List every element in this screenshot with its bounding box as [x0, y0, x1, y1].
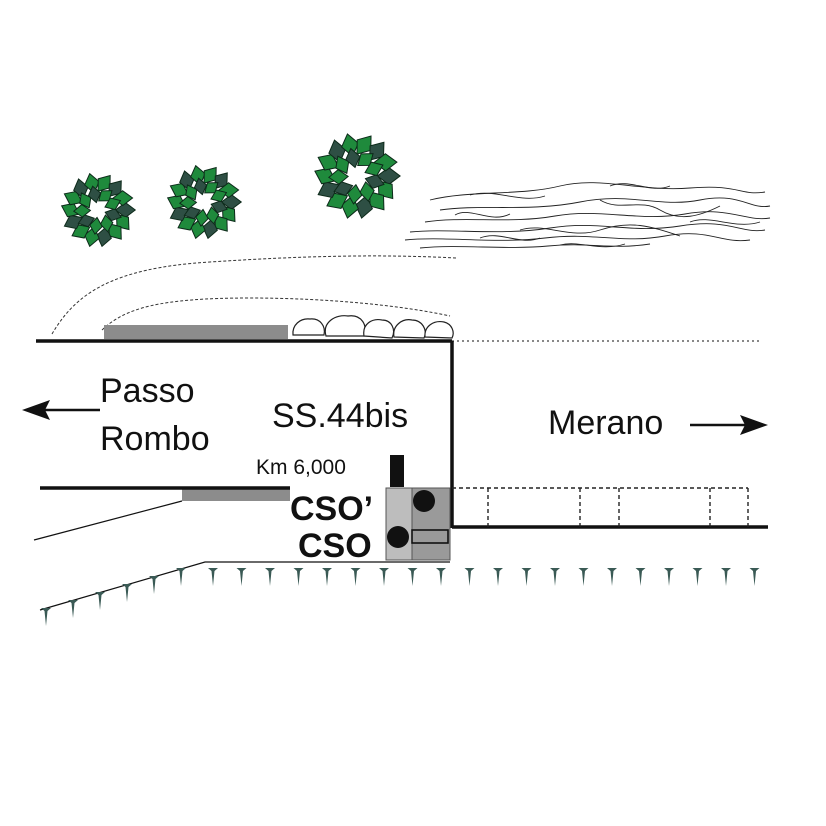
grass-tuft-icon — [379, 568, 389, 586]
tree-leaf — [210, 189, 228, 203]
cso-point — [387, 526, 409, 548]
cso-prime-label: CSO’ — [290, 490, 373, 528]
sensor-box — [411, 529, 449, 544]
grass-tuft-icon — [41, 608, 51, 626]
grass-tuft-icon — [122, 584, 132, 602]
direction-right-label: Merano — [548, 404, 663, 442]
road-edges — [33, 339, 768, 611]
rock — [324, 315, 366, 337]
grass-row — [41, 568, 760, 626]
km-marker-label: Km 6,000 — [256, 456, 346, 479]
tree-leaf — [104, 197, 122, 211]
station-box-light — [385, 487, 415, 561]
tree-leaf — [210, 200, 228, 214]
tree-leaf — [364, 161, 384, 177]
gray-strip-top — [104, 325, 288, 339]
tree-leaf — [89, 216, 103, 235]
rock — [292, 318, 325, 336]
left-arrow-icon — [22, 400, 100, 420]
grass-tuft-icon — [664, 568, 674, 586]
grass-tuft-icon — [322, 568, 332, 586]
tree-leaf — [185, 184, 198, 201]
tree-leaf — [183, 206, 202, 220]
tree-icon — [60, 172, 137, 248]
grass-tuft-icon — [635, 568, 646, 586]
grass-tuft-icon — [407, 568, 418, 586]
grass-tuft-icon — [293, 568, 304, 586]
tree-icon — [314, 133, 401, 219]
tree-leaf — [204, 182, 219, 194]
trees — [60, 133, 401, 248]
direction-left-label-line1: Passo — [100, 372, 195, 410]
tree-leaf — [178, 195, 198, 210]
grass-tuft-icon — [149, 576, 159, 594]
grass-tuft-icon — [350, 568, 361, 586]
tree-leaf — [195, 208, 209, 227]
tree-leaf — [205, 206, 220, 225]
tree-leaf — [79, 192, 92, 209]
tree-leaf — [357, 153, 374, 167]
station-area — [385, 455, 451, 561]
grass-tuft-icon — [521, 568, 532, 586]
tree-leaf — [346, 183, 363, 205]
tree-icon — [166, 164, 243, 240]
tree-leaf — [364, 173, 385, 190]
tree-leaf — [72, 203, 92, 218]
cso-label: CSO — [298, 527, 372, 565]
grass-tuft-icon — [464, 568, 475, 586]
tree-leaf — [345, 147, 361, 169]
tree-leaf — [335, 155, 350, 175]
right-arrow-icon — [690, 415, 768, 435]
parking-spaces — [452, 487, 749, 527]
grass-tuft-icon — [550, 568, 560, 586]
rock — [363, 319, 395, 339]
grass-tuft-icon — [95, 592, 105, 610]
scree-area — [404, 182, 771, 249]
grass-tuft-icon — [607, 568, 617, 586]
gray-strip-bottom — [182, 489, 290, 501]
grass-tuft-icon — [493, 568, 503, 586]
embankment-outline — [51, 255, 457, 335]
rock — [424, 321, 454, 339]
km-marker-post — [390, 455, 404, 487]
tree-leaf — [333, 181, 354, 197]
rock-row — [292, 315, 454, 339]
grass-tuft-icon — [176, 568, 186, 586]
tree-leaf — [98, 190, 113, 202]
grass-tuft-icon — [692, 568, 703, 586]
tree-leaf — [99, 214, 114, 233]
grass-tuft-icon — [436, 568, 446, 586]
grass-tuft-icon — [208, 568, 218, 586]
grass-tuft-icon — [578, 568, 589, 586]
grass-tuft-icon — [265, 568, 275, 586]
tree-leaf — [77, 214, 96, 228]
tree-leaf — [193, 177, 208, 196]
tree-leaf — [104, 208, 122, 222]
tree-leaf — [359, 181, 375, 202]
road-label: SS.44bis — [272, 397, 408, 435]
cso-prime-point — [413, 490, 435, 512]
grass-tuft-icon — [236, 568, 247, 586]
rock — [393, 319, 426, 339]
grass-tuft-icon — [749, 568, 760, 586]
direction-left-label-line2: Rombo — [100, 420, 210, 458]
grass-tuft-icon — [68, 600, 78, 618]
tree-leaf — [327, 169, 350, 185]
tree-leaf — [87, 185, 102, 204]
grass-tuft-icon — [721, 568, 731, 586]
